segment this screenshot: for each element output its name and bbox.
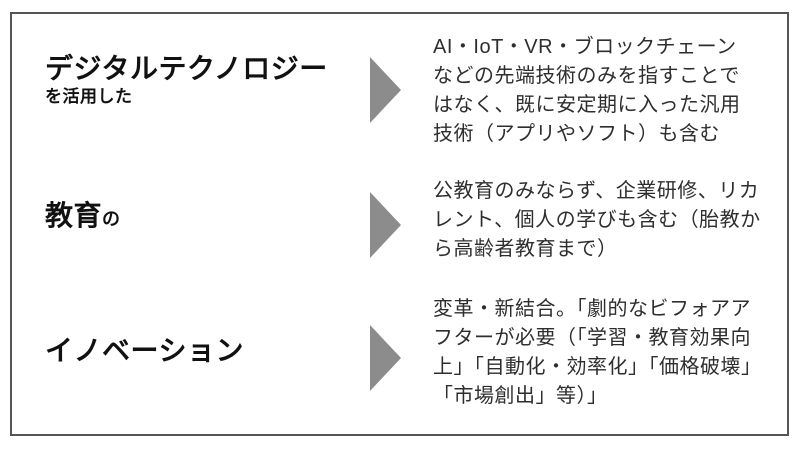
- arrow-right-icon: [370, 57, 401, 123]
- description-education: 公教育のみならず、企業研修、リカ レント、個人の学びも含む（胎教か ら高齢者教育…: [433, 180, 761, 260]
- term-digital-technology-sublabel: を活用した: [45, 87, 133, 106]
- description-digital-technology: AI・IoT・VR・ブロックチェーン などの先端技術のみを指すことで はなく、既…: [433, 36, 741, 145]
- term-digital-technology-label: デジタルテクノロジー: [45, 53, 328, 84]
- arrow-right-icon: [370, 325, 401, 391]
- term-digital-technology: デジタルテクノロジー を活用した: [45, 53, 328, 107]
- term-education-sublabel: の: [102, 209, 121, 229]
- arrow-right-icon: [370, 192, 401, 258]
- description-innovation: 変革・新結合。「劇的なビフォアア フターが必要（「学習・教育効果向 上」「自動化…: [433, 298, 762, 407]
- term-innovation-label: イノベーション: [45, 335, 244, 366]
- term-innovation: イノベーション: [45, 335, 244, 367]
- term-education-label: 教育: [45, 200, 103, 231]
- term-education: 教育の: [45, 200, 121, 232]
